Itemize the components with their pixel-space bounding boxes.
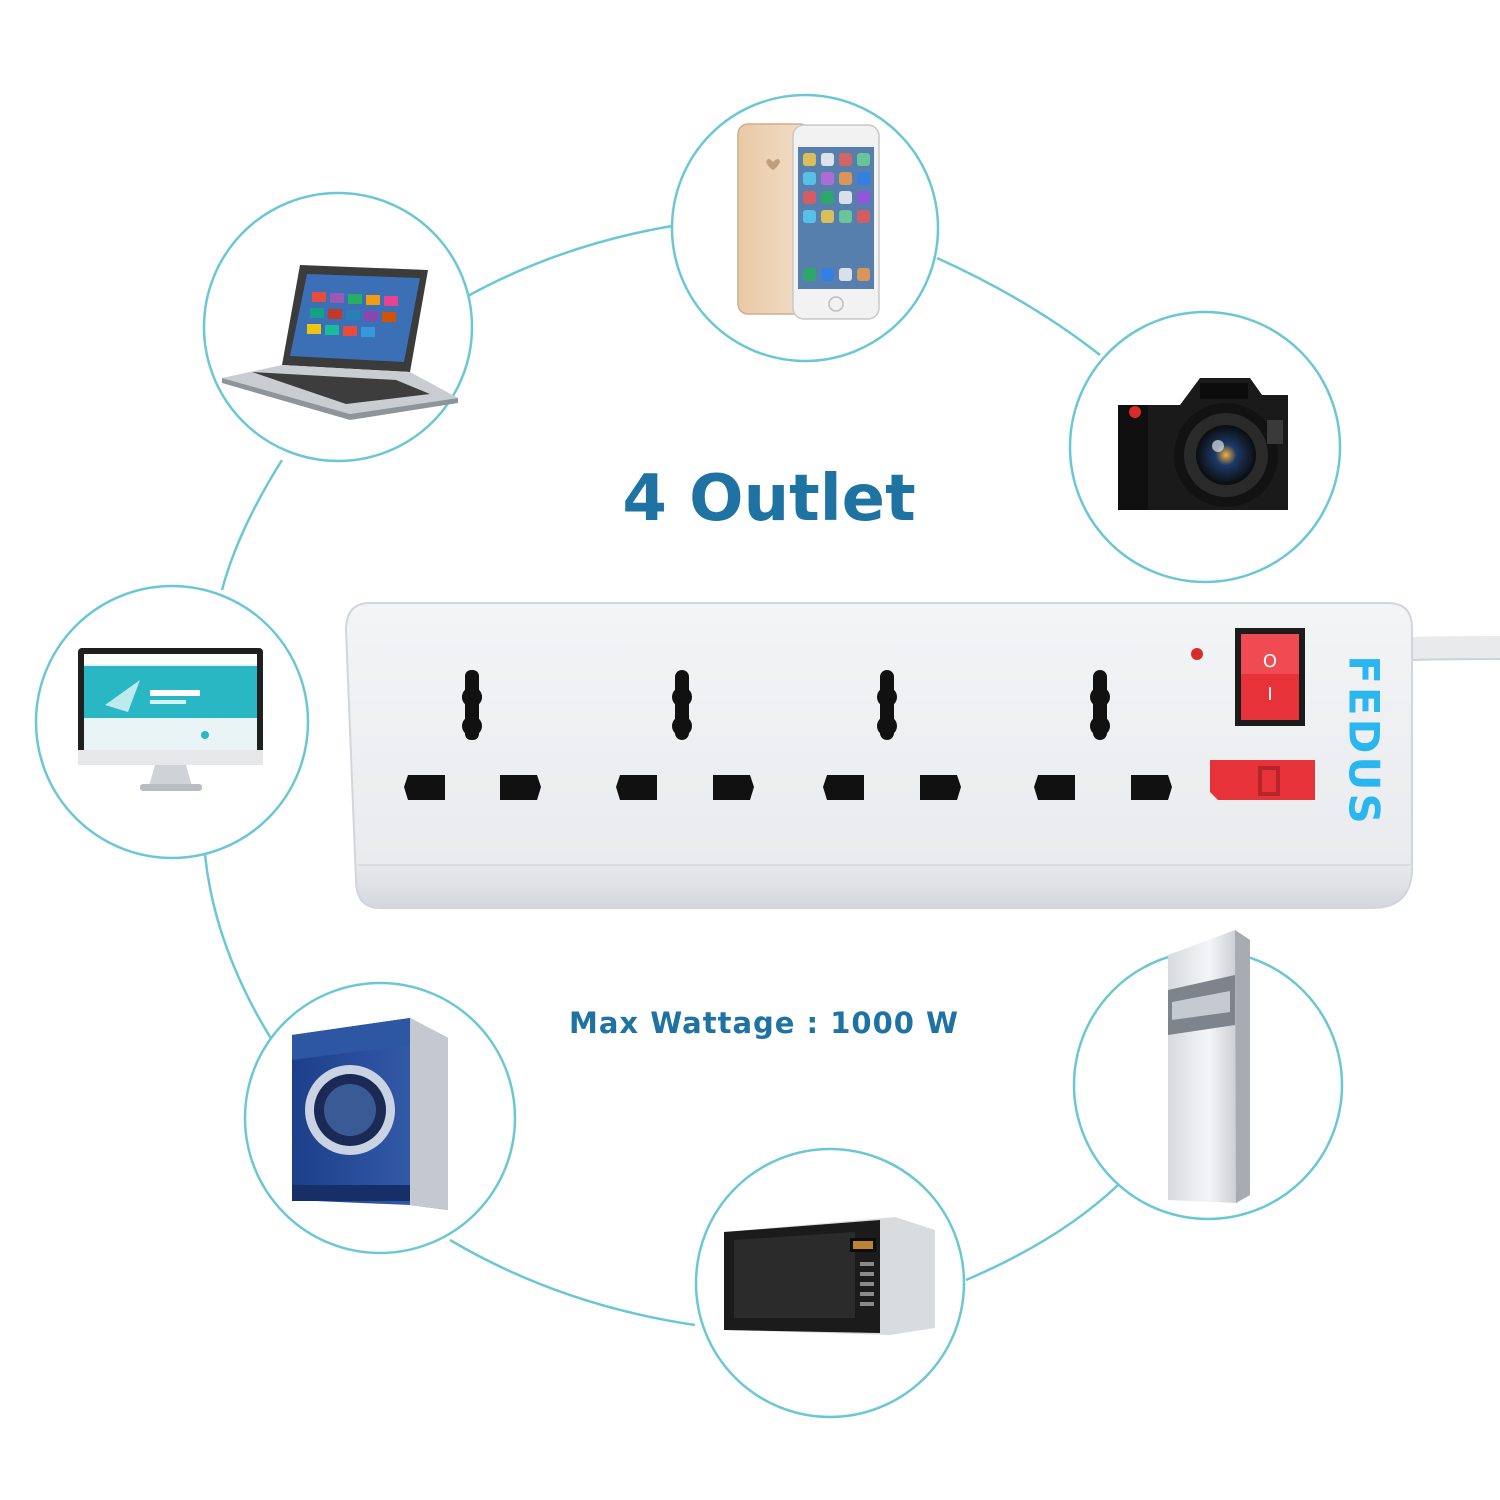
brand-logo: FEDUS — [1340, 655, 1389, 827]
outlet-4 — [1034, 670, 1172, 800]
power-indicator-led — [1191, 648, 1203, 660]
switch-off-mark: O — [1263, 651, 1277, 672]
connector-lines — [203, 224, 1119, 1327]
camera-icon — [1118, 378, 1288, 510]
phone-icon — [737, 123, 880, 320]
heading-4-outlet: 4 Outlet — [622, 462, 915, 536]
monitor-icon — [78, 648, 263, 791]
laptop-icon — [222, 265, 458, 420]
reset-button[interactable] — [1210, 760, 1315, 800]
air-conditioner-icon — [1168, 930, 1250, 1203]
outlet-2 — [616, 670, 754, 800]
microwave-icon — [724, 1217, 935, 1335]
max-wattage-label: Max Wattage : 1000 W — [569, 1006, 959, 1040]
washing-machine-icon — [292, 1018, 448, 1210]
power-strip — [344, 602, 1413, 909]
switch-on-mark: I — [1267, 684, 1272, 705]
power-switch[interactable]: O I — [1235, 628, 1305, 726]
outlet-3 — [823, 670, 961, 800]
